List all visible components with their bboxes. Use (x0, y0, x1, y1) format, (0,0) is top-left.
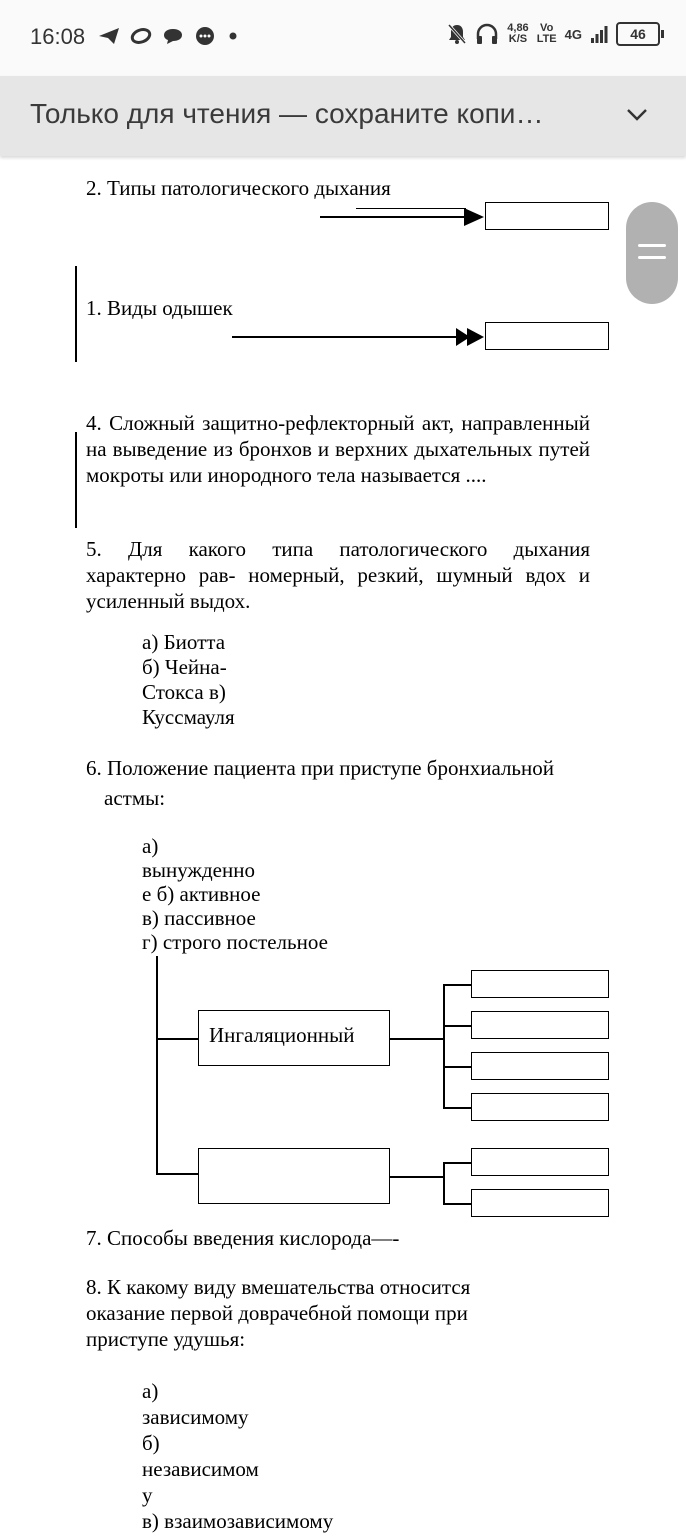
option-item: а) Биотта (142, 630, 226, 654)
option-item: б) (142, 1431, 160, 1455)
option-item: зависимому (142, 1405, 249, 1429)
answer-box (471, 1093, 609, 1121)
question-5-options: а) Биотта б) Чейна- Стокса в) Куссмауля (142, 630, 235, 730)
question-2-title: 2. Типы патологического дыхания (86, 176, 391, 200)
answer-box-q2 (485, 202, 609, 230)
option-item: независимом (142, 1457, 259, 1481)
branch-bar (443, 984, 445, 1108)
signal-icon (591, 26, 608, 43)
option-item: в) пассивное (142, 906, 256, 930)
option-item: у (142, 1483, 153, 1507)
inhalation-label: Ингаляционный (209, 1023, 355, 1047)
answer-box (471, 1189, 609, 1217)
question-8-text: 8. К какому виду вмешательства относится… (86, 1275, 471, 1351)
answer-box (471, 1011, 609, 1039)
question-8-options: а) зависимому б) независимом у в) взаимо… (142, 1378, 333, 1534)
handle-grip-line (638, 256, 666, 259)
telegram-icon (99, 28, 119, 45)
answer-box (471, 1052, 609, 1080)
fast-scroll-handle[interactable] (626, 202, 678, 304)
margin-bar (75, 266, 77, 362)
connector (443, 984, 471, 986)
option-item: Стокса в) (142, 680, 226, 704)
connector (390, 1176, 444, 1178)
option-item: е б) активное (142, 882, 261, 906)
question-5-text: 5. Для какого типа патологического дыхан… (86, 537, 590, 613)
oval-icon (130, 28, 152, 45)
question-6-line-1: 6. Положение пациента при приступе бронх… (86, 756, 554, 780)
handle-grip-line (638, 244, 666, 247)
notification-icons (98, 22, 239, 48)
connector (443, 1025, 471, 1027)
document-page: 2. Типы патологического дыхания 1. Виды … (0, 156, 686, 1536)
bubble-dots-icon (196, 27, 215, 46)
connector (443, 1203, 471, 1205)
connector (443, 1162, 471, 1164)
option-item: вынужденно (142, 858, 255, 882)
branch-bar (443, 1162, 445, 1204)
read-only-banner[interactable]: Только для чтения — сохраните копи… (0, 76, 686, 156)
network-type: 4G (564, 26, 582, 42)
bell-off-icon (448, 24, 467, 44)
battery-icon: 46 (616, 22, 664, 46)
question-1-title: 1. Виды одышек (86, 296, 233, 320)
answer-box (471, 970, 609, 998)
inhalation-box: Ингаляционный (198, 1010, 390, 1066)
question-4-text: 4. Сложный защитно-рефлекторный акт, нап… (86, 411, 590, 487)
headphones-icon (477, 23, 498, 44)
empty-method-box (198, 1148, 390, 1204)
question-6-options: а) вынужденно е б) активное в) пассивное… (142, 834, 328, 954)
arrow-line (232, 336, 468, 338)
answer-box-q1 (485, 322, 609, 350)
option-item: б) Чейна- (142, 655, 227, 679)
dot-icon (229, 32, 236, 40)
arrow-line-upper (356, 208, 466, 209)
option-item: Куссмауля (142, 705, 235, 729)
connector (443, 1066, 471, 1068)
connector (156, 1173, 198, 1175)
arrow-head-icon (464, 208, 484, 226)
diagram-spine (156, 956, 158, 1174)
chat-bubble-icon (164, 29, 183, 45)
connector (156, 1038, 198, 1040)
status-time: 16:08 (30, 24, 86, 49)
option-item: а) (142, 834, 159, 858)
chevron-down-icon[interactable] (624, 102, 650, 128)
connector (390, 1038, 444, 1040)
option-item: г) строго постельное (142, 930, 328, 954)
banner-title: Только для чтения — сохраните копи… (30, 98, 544, 129)
option-item: в) взаимозависимому (142, 1509, 334, 1533)
question-6-line-2: астмы: (104, 786, 166, 810)
margin-bar (75, 432, 77, 528)
answer-box (471, 1148, 609, 1176)
double-arrow-head-icon (456, 328, 484, 346)
question-7-text: 7. Способы введения кислорода—- (86, 1226, 400, 1250)
option-item: а) (142, 1379, 159, 1403)
arrow-line-lower (320, 216, 470, 218)
connector (443, 1107, 471, 1109)
